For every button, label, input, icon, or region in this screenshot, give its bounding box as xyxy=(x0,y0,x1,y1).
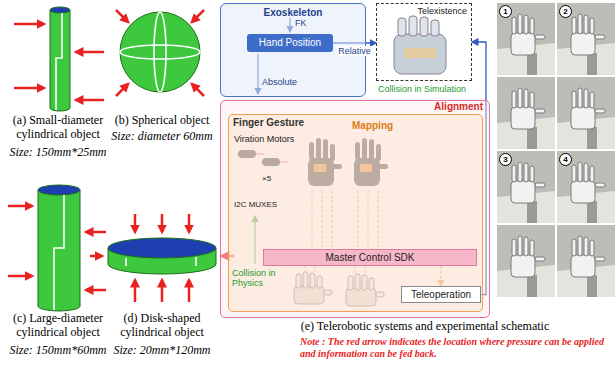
size-label: Size: 150mm*25mm xyxy=(2,146,114,160)
size-label: Size: diameter 60mm xyxy=(106,130,218,144)
component-label: Viration Motors xyxy=(234,134,294,144)
disk xyxy=(108,238,216,274)
large-cylinder xyxy=(38,185,80,311)
telexistence-box: Telexistence xyxy=(376,3,472,81)
edge-label: Relative xyxy=(337,46,372,56)
component-label: I2C MUXES xyxy=(234,200,277,209)
callout-number: 1 xyxy=(499,5,512,18)
node-title: Telexistence xyxy=(417,6,467,16)
node-title: Exoskeleton xyxy=(221,7,365,18)
hand-position-box: Hand Position xyxy=(247,34,333,52)
subfigure-caption: (a) Small-diameter cylindrical object xyxy=(2,114,114,142)
subfigure-caption: (e) Telerobotic systems and experimental… xyxy=(290,320,560,334)
node-title: Alignment xyxy=(434,101,483,112)
callout-number: 4 xyxy=(559,153,572,166)
sphere xyxy=(120,12,200,92)
signal-label: Collision in Simulation xyxy=(378,84,466,94)
node-title: Master Control SDK xyxy=(326,251,415,264)
teleoperation-box: Teleoperation xyxy=(401,286,481,303)
count-label: ×5 xyxy=(262,174,271,183)
fk-label: FK xyxy=(295,18,307,28)
callout-number: 3 xyxy=(499,153,512,166)
absolute-label: Absolute xyxy=(262,77,297,87)
node-title: Finger Gesture xyxy=(233,117,304,128)
mapping-label: Mapping xyxy=(352,120,393,132)
subfigure-caption: (b) Spherical object xyxy=(106,114,218,128)
node-title: Hand Position xyxy=(259,36,321,50)
sdk-band: Master Control SDK xyxy=(263,249,477,266)
size-label: Size: 20mm*120mm xyxy=(106,344,218,358)
callout-number: 2 xyxy=(559,5,572,18)
node-title: Teleoperation xyxy=(411,288,471,301)
small-cylinder xyxy=(50,7,70,111)
subfigure-caption: (c) Large-diameter cylindrical object xyxy=(2,312,114,340)
size-label: Size: 150mm*60mm xyxy=(2,344,114,358)
experiment-photos xyxy=(497,3,615,297)
note-text: Note : The red arrow indicates the locat… xyxy=(300,336,614,360)
subfigure-caption: (d) Disk-shaped cylindrical object xyxy=(106,312,218,340)
signal-label: Collision in Physics xyxy=(232,268,288,289)
